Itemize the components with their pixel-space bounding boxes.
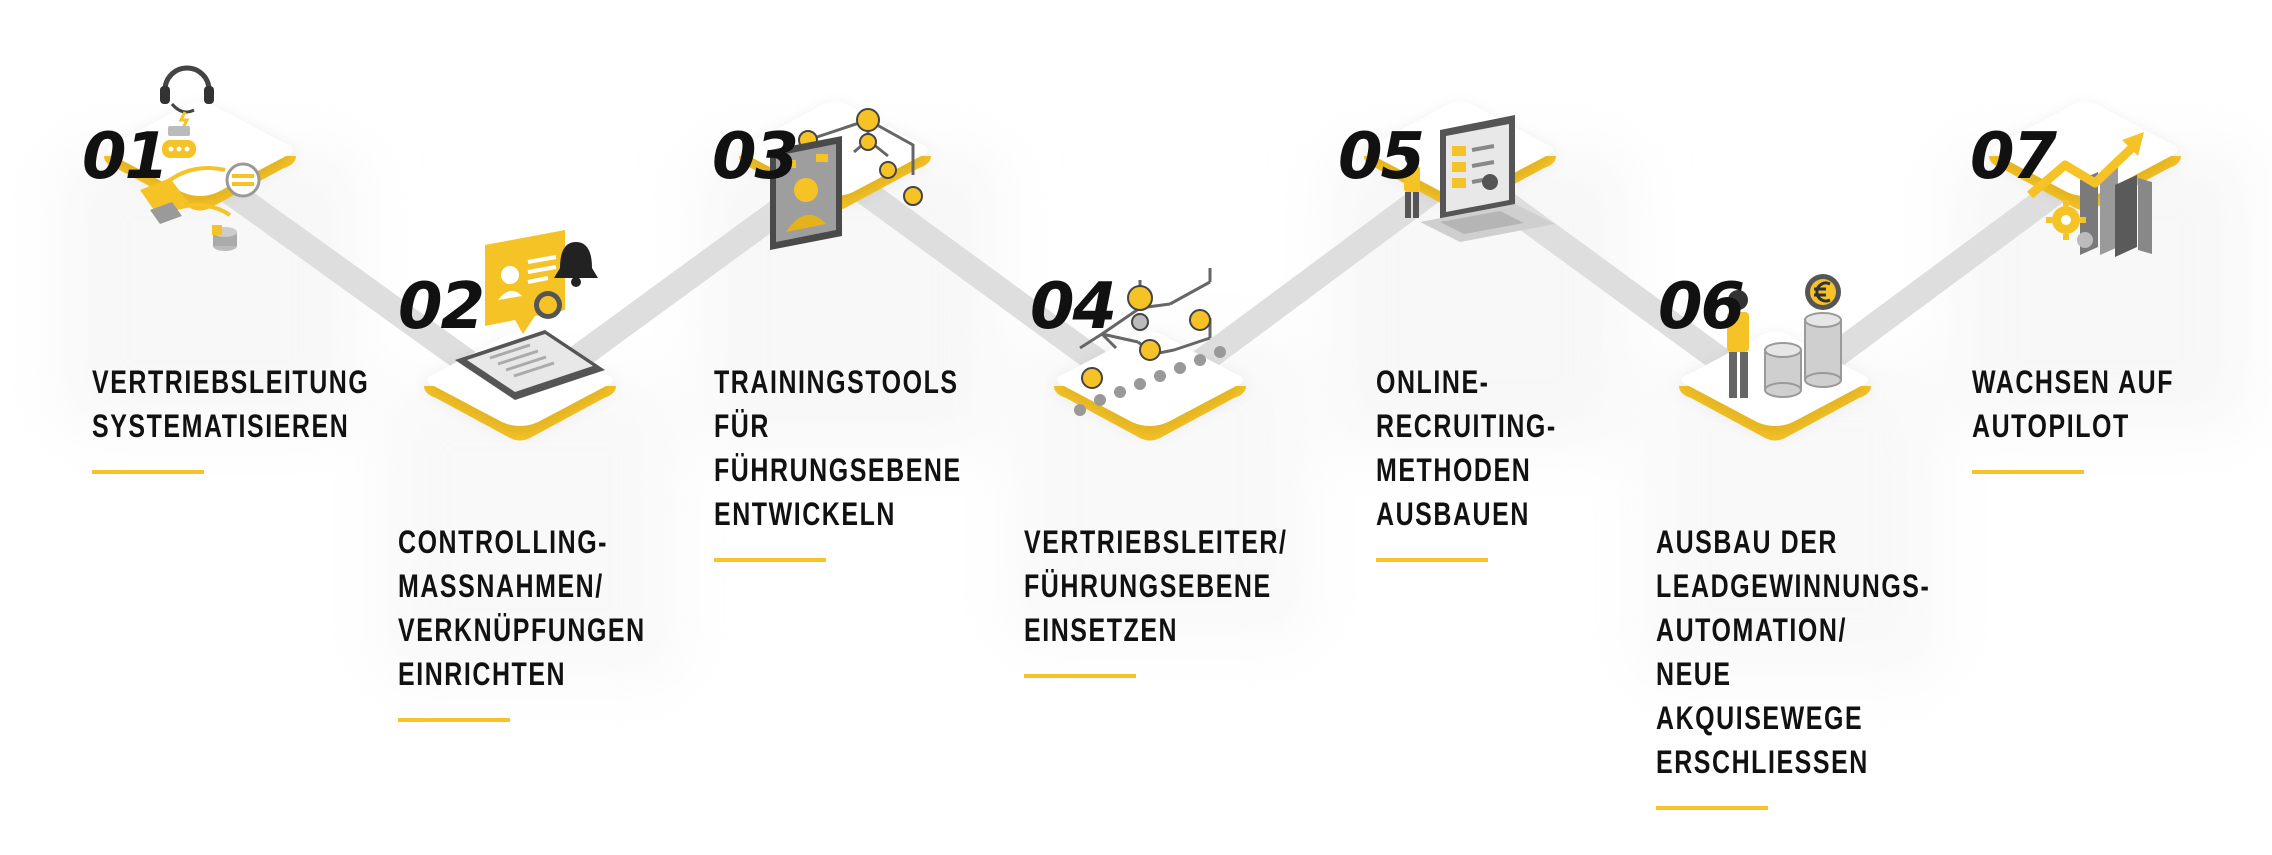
step-6-label: AUSBAU DER LEADGEWINNUNGS- AUTOMATION/NEUE…: [1656, 520, 1930, 784]
step-4-icon: [1074, 268, 1226, 416]
step-4-number: 04: [1030, 270, 1115, 344]
step-4-label-line: EINSETZEN: [1024, 612, 1179, 648]
step-7-number: 07: [1970, 120, 2058, 194]
step-6-label-line: NEUE: [1656, 656, 1732, 692]
step-5-label-line: AUSBAUEN: [1376, 496, 1530, 532]
step-3-label-line: TRAININGSTOOLS: [714, 364, 959, 400]
step-4-label-line: FÜHRUNGSEBENE: [1024, 568, 1272, 604]
step-7-underline: [1972, 470, 2084, 474]
step-5-icon: [1404, 115, 1555, 242]
step-4-label: VERTRIEBSLEITER/FÜHRUNGSEBENE EINSETZEN: [1024, 520, 1287, 652]
step-5-underline: [1376, 558, 1488, 562]
step-6-icon: [1727, 274, 1842, 398]
step-3-label-line: FÜR: [714, 408, 770, 444]
step-6-label-line: LEADGEWINNUNGS-: [1656, 568, 1931, 604]
step-numbers: 01 02 03 04 05 06 07: [82, 120, 2060, 344]
step-3-number: 03: [712, 120, 797, 194]
step-3-label-line: FÜHRUNGSEBENE: [714, 452, 962, 488]
step-7-icon: [2027, 132, 2152, 257]
step-1-label-line: VERTRIEBSLEITUNG: [92, 364, 370, 400]
step-1-icon: [140, 65, 261, 251]
step-4-underline: [1024, 674, 1136, 678]
step-5-label-line: METHODEN: [1376, 452, 1532, 488]
step-6-label-line: ERSCHLIESSEN: [1656, 744, 1869, 780]
step-2-underline: [398, 718, 510, 722]
step-3-label: TRAININGSTOOLS FÜR FÜHRUNGSEBENE ENTWICKELN: [714, 360, 962, 536]
step-2-number: 02: [398, 270, 483, 344]
step-6-label-line: AUTOMATION/: [1656, 612, 1847, 648]
step-1-number: 01: [82, 120, 167, 194]
step-6-label-line: AKQUISEWEGE: [1656, 700, 1864, 736]
step-5-label-line: RECRUITING-: [1376, 408, 1557, 444]
step-2-label-line: VERKNÜPFUNGEN: [398, 612, 646, 648]
step-7-label-line: AUTOPILOT: [1972, 408, 2130, 444]
step-1-underline: [92, 470, 204, 474]
step-2-label: CONTROLLING- MASSNAHMEN/VERKNÜPFUNGEN EINR…: [398, 520, 646, 696]
step-3-underline: [714, 558, 826, 562]
step-2-label-line: MASSNAHMEN/: [398, 568, 604, 604]
step-6-number: 06: [1658, 270, 1744, 344]
step-5-label: ONLINE- RECRUITING- METHODEN AUSBAUEN: [1376, 360, 1557, 536]
step-5-label-line: ONLINE-: [1376, 364, 1490, 400]
step-3-label-line: ENTWICKELN: [714, 496, 896, 532]
step-2-label-line: EINRICHTEN: [398, 656, 567, 692]
step-3-icon: [770, 108, 923, 250]
step-1-label: VERTRIEBSLEITUNG SYSTEMATISIEREN: [92, 360, 369, 448]
step-7-label: WACHSEN AUF AUTOPILOT: [1972, 360, 2174, 448]
step-5-number: 05: [1338, 120, 1423, 194]
step-6-underline: [1656, 806, 1768, 810]
step-7-label-line: WACHSEN AUF: [1972, 364, 2175, 400]
step-2-label-line: CONTROLLING-: [398, 524, 609, 560]
step-6-label-line: AUSBAU DER: [1656, 524, 1839, 560]
step-1-label-line: SYSTEMATISIEREN: [92, 408, 350, 444]
step-4-label-line: VERTRIEBSLEITER/: [1024, 524, 1288, 560]
step-2-icon: [455, 230, 605, 400]
